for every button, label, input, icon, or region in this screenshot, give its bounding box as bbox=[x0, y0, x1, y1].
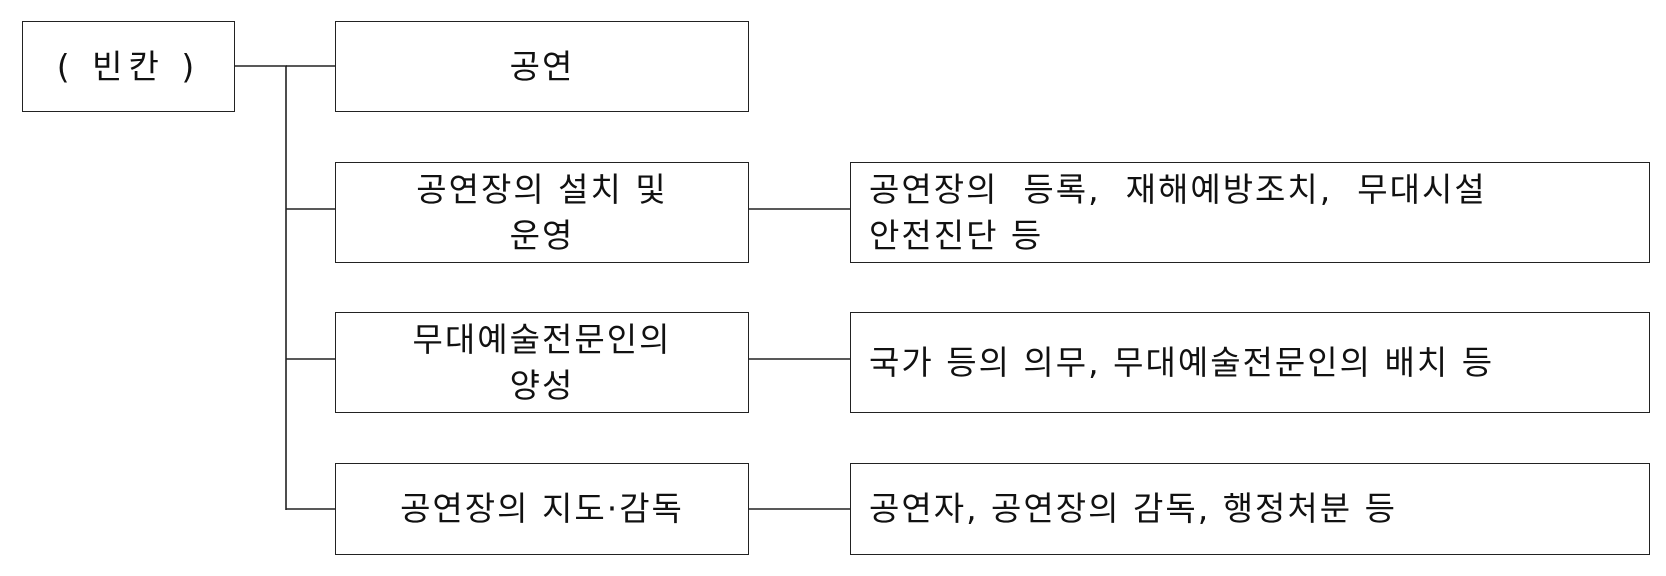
category-box-supervision: 공연장의 지도·감독 bbox=[335, 463, 749, 555]
detail-box-supervision: 공연자, 공연장의 감독, 행정처분 등 bbox=[850, 463, 1650, 555]
category-box-venue-setup: 공연장의 설치 및 운영 bbox=[335, 162, 749, 263]
category-box-performance: 공연 bbox=[335, 21, 749, 112]
detail-label: 공연장의 등록, 재해예방조치, 무대시설 안전진단 등 bbox=[869, 169, 1487, 255]
category-label: 무대예술전문인의 양성 bbox=[412, 319, 672, 405]
detail-label: 국가 등의 의무, 무대예술전문인의 배치 등 bbox=[869, 342, 1495, 382]
root-blank-box: ( 빈칸 ) bbox=[22, 21, 235, 112]
category-box-stage-experts: 무대예술전문인의 양성 bbox=[335, 312, 749, 413]
category-label: 공연장의 지도·감독 bbox=[400, 489, 684, 528]
detail-label: 공연자, 공연장의 감독, 행정처분 등 bbox=[869, 489, 1397, 528]
category-label: 공연 bbox=[509, 46, 575, 86]
detail-box-venue-setup: 공연장의 등록, 재해예방조치, 무대시설 안전진단 등 bbox=[850, 162, 1650, 263]
root-blank-label: ( 빈칸 ) bbox=[56, 46, 201, 86]
category-label: 공연장의 설치 및 운영 bbox=[416, 169, 668, 255]
detail-box-stage-experts: 국가 등의 의무, 무대예술전문인의 배치 등 bbox=[850, 312, 1650, 413]
